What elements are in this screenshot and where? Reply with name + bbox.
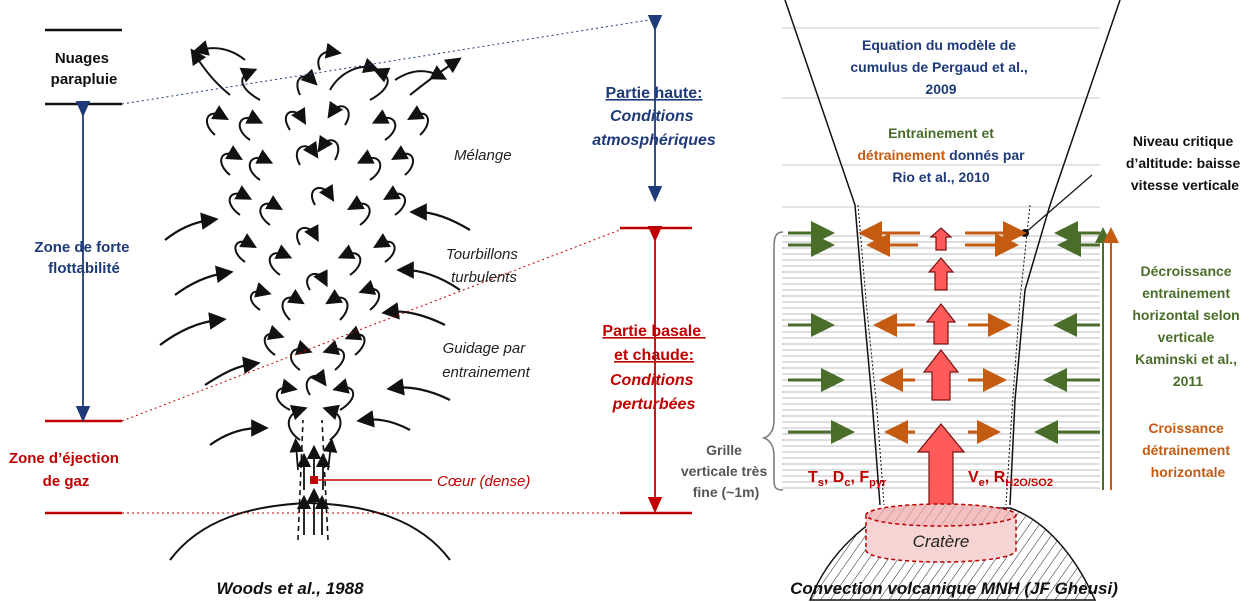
svg-text:Entrainement et: Entrainement et (888, 125, 994, 141)
eddies-label-2: turbulents (451, 269, 517, 286)
upper-part-sub-2: atmosphériques (592, 132, 716, 149)
svg-text:Partie basale et chaude:: Partie basale et chaude: (602, 323, 705, 364)
svg-text:Décroissance entrainemen: Décroissance entrainement horizontal sel… (1132, 263, 1243, 389)
growth-label-2: détrainement (1142, 442, 1230, 458)
growth-label-3: horizontale (1151, 464, 1226, 480)
grid-brace (761, 231, 784, 491)
critical-label-3: vitesse verticale (1131, 177, 1239, 193)
plume-right-edge (1009, 0, 1121, 506)
core-marker (310, 476, 318, 484)
core-label: Cœur (dense) (437, 473, 530, 490)
detrain-label: détrainement (857, 147, 945, 163)
ground-dome (169, 501, 451, 561)
basal-part-sub-2: perturbées (612, 396, 696, 413)
grid-label-3: fine (~1m) (693, 484, 760, 500)
cumulus-label-3: 2009 (925, 81, 956, 97)
decrease-label-2: entrainement (1142, 285, 1230, 301)
params-left: Ts, Dc, Fpyr (808, 469, 887, 489)
upper-dotted-line (121, 18, 656, 105)
svg-text:Croissance détrainement: Croissance détrainement horizontale (1142, 420, 1234, 480)
guidance-label-2: entrainement (442, 364, 530, 381)
critical-pointer (1024, 174, 1093, 234)
guidance-label-1: Guidage par (443, 340, 527, 357)
svg-text:Equation du modèle de cu: Equation du modèle de cumulus de Pergaud… (850, 37, 1031, 97)
crater (865, 503, 1017, 563)
right-panel: Cratère Equation du modèle de cumulus de… (681, 0, 1244, 601)
umbrella-label-2: parapluie (51, 71, 118, 88)
green-entrainment-arrows (788, 221, 1100, 444)
eddies-label-1: Tourbillons (446, 246, 518, 263)
svg-text:Zone de forte flottabili: Zone de forte flottabilité (34, 239, 133, 277)
svg-text:Tourbillons turbulents: Tourbillons turbulents (446, 246, 522, 286)
svg-text:Guidage par entrainement: Guidage par entrainement (442, 340, 530, 381)
plume-swirls (190, 40, 462, 441)
decrease-label-3: horizontal selon (1132, 307, 1239, 323)
svg-text:Grille verticale très: Grille verticale très fine (~1m) (681, 442, 771, 500)
left-panel: Nuages parapluie Zone de forte flottabil… (9, 15, 716, 598)
mixing-label: Mélange (454, 147, 512, 164)
growth-label-1: Croissance (1148, 420, 1224, 436)
umbrella-label-1: Nuages (55, 50, 109, 67)
basal-part-title-2: et chaude: (614, 347, 694, 364)
decrease-label-5: Kaminski et al., (1135, 351, 1237, 367)
core-arrows (289, 437, 338, 535)
svg-text:Zone d’éjection de gaz: Zone d’éjection de gaz (9, 450, 123, 490)
decrease-label-6: 2011 (1173, 373, 1204, 389)
svg-text:Nuages parapluie: Nuages parapluie (51, 50, 118, 88)
svg-text:détrainement donnés par: détrainement donnés par (857, 147, 1025, 163)
buoyancy-label-1: Zone de forte (34, 239, 129, 256)
critical-label-2: d’altitude: baisse (1126, 155, 1241, 171)
detrain-given-label: donnés par (945, 147, 1025, 163)
svg-text:Niveau critique d’altitu: Niveau critique d’altitude: baisse vites… (1126, 133, 1244, 193)
left-caption: Woods et al., 1988 (216, 579, 364, 598)
entrain-and-label: et (978, 125, 995, 141)
svg-text:Conditions perturbées: Conditions perturbées (610, 372, 698, 413)
decrease-label-4: verticale (1158, 329, 1215, 345)
upper-part-title: Partie haute: (606, 85, 703, 102)
critical-label-1: Niveau critique (1133, 133, 1234, 149)
upper-part-sub-1: Conditions (610, 108, 694, 125)
svg-text:Conditions atmosphérique: Conditions atmosphériques (592, 108, 716, 149)
buoyancy-label-2: flottabilité (48, 260, 120, 277)
basal-part-title-1: Partie basale (602, 323, 701, 340)
central-updraft-arrows (916, 227, 966, 511)
right-caption: Convection volcanique MNH (JF Gheusi) (790, 579, 1118, 598)
entrainment-arrows (159, 203, 471, 446)
basal-part-sub-1: Conditions (610, 372, 694, 389)
cumulus-label-2: cumulus de Pergaud et al., (850, 59, 1027, 75)
grid-label-1: Grille (706, 442, 742, 458)
upper-grid (782, 27, 1100, 208)
ejection-label-1: Zone d’éjection (9, 450, 119, 467)
plume-left-edge (784, 0, 881, 506)
entrain-label: Entrainement (888, 125, 978, 141)
orange-detrainment-arrows (858, 221, 1027, 444)
ejection-label-2: de gaz (43, 473, 90, 490)
decrease-label-1: Décroissance (1141, 263, 1232, 279)
rio-label: Rio et al., 2010 (892, 169, 989, 185)
params-right: Ve, RH2O/SO2 (968, 469, 1053, 489)
crater-label: Cratère (913, 532, 970, 551)
cumulus-label-1: Equation du modèle de (862, 37, 1016, 53)
grid-label-2: verticale très (681, 463, 768, 479)
